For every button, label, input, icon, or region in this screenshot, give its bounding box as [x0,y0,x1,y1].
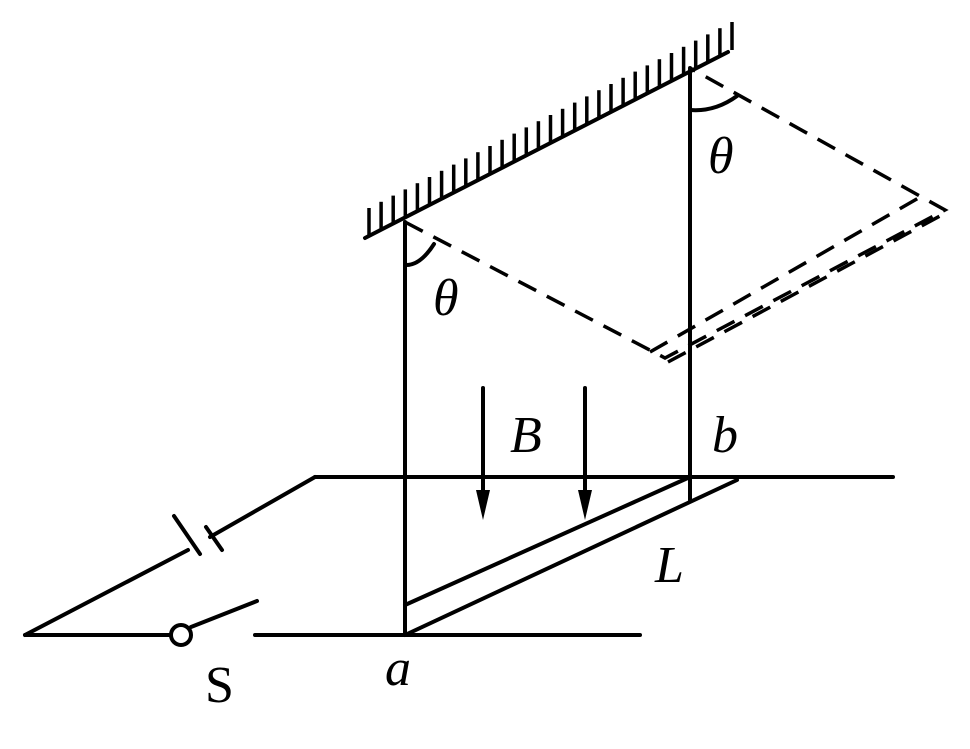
wire-to-battery [208,475,317,539]
angle-arc-right [688,94,739,113]
field-arrow-2-head [578,490,592,520]
switch [169,599,259,647]
point-a-label: a [385,640,411,697]
point-b-label: b [712,407,738,464]
magnetic-field-arrows [476,386,592,520]
ceiling-hatches [367,22,734,236]
field-arrow-1-head [476,490,490,520]
battery-plate-long [172,514,202,556]
battery [172,514,224,556]
rod-edge-upper [403,475,692,607]
field-label: B [510,407,542,464]
rod-edge-lower [403,478,739,637]
ceiling-line [363,50,730,240]
theta-right-label: θ [708,128,734,185]
dashed-outline [404,66,949,360]
dashed-rod-line-1 [649,194,923,354]
deflected-position [404,66,949,364]
switch-label: S [205,657,234,714]
wire-from-battery [23,548,190,637]
dashed-rod-line-2 [667,214,941,364]
battery-plate-short [204,525,224,552]
conducting-rod [403,475,739,637]
ceiling-support [363,22,734,240]
switch-lever [189,599,259,629]
switch-contact [169,623,193,647]
theta-left-label: θ [433,270,459,327]
angle-arc-left [403,242,436,268]
rod-label: L [654,537,684,594]
